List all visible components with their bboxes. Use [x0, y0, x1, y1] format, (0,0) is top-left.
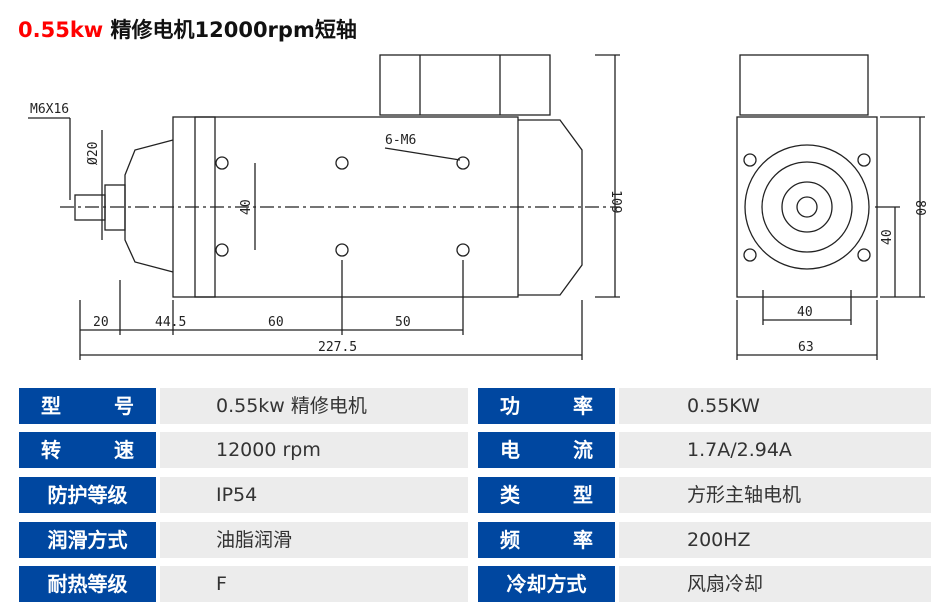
dim-63: 63 — [798, 340, 814, 355]
mounting-holes — [215, 156, 470, 257]
spec-value-left: IP54 — [160, 477, 468, 513]
dim-40-height: 40 — [880, 229, 895, 245]
dim-80: 80 — [912, 200, 927, 216]
label-text: 转 — [41, 438, 61, 462]
dim-40-width: 40 — [797, 305, 813, 320]
spec-value-right: 0.55KW — [619, 388, 931, 424]
spec-value-right: 200HZ — [619, 522, 931, 558]
label-text: 防护等级 — [47, 483, 128, 507]
label-text: 型 — [41, 394, 61, 418]
spec-label-left: 型号 — [19, 388, 156, 424]
dim-height: 109 — [608, 190, 623, 213]
spec-label-right: 频率 — [478, 522, 615, 558]
spec-value-right: 方形主轴电机 — [619, 477, 931, 513]
label-text: 流 — [573, 438, 593, 462]
label-text: 功 — [500, 394, 520, 418]
spec-value-left: 12000 rpm — [160, 432, 468, 468]
spec-label-left: 耐热等级 — [19, 566, 156, 602]
spec-label-left: 转速 — [19, 432, 156, 468]
front-view — [736, 54, 925, 360]
title-text: 精修电机12000rpm短轴 — [110, 18, 357, 42]
spec-label-right: 冷却方式 — [478, 566, 615, 602]
title-power: 0.55kw — [18, 18, 104, 42]
dim-50: 50 — [395, 315, 411, 330]
spec-label-left: 润滑方式 — [19, 522, 156, 558]
label-text: 电 — [500, 438, 520, 462]
dim-thread: M6X16 — [30, 102, 69, 117]
dim-length: 227.5 — [318, 340, 357, 355]
label-text: 频 — [500, 528, 520, 552]
spec-label-right: 电流 — [478, 432, 615, 468]
spec-value-left: F — [160, 566, 468, 602]
dim-60: 60 — [268, 315, 284, 330]
label-text: 耐热等级 — [47, 572, 128, 596]
label-text: 润滑方式 — [47, 528, 128, 552]
label-text: 率 — [573, 528, 593, 552]
motor-technical-drawing: M6X16 Ø20 6-M6 40 109 20 44.5 60 50 227.… — [28, 54, 927, 360]
spec-label-right: 类型 — [478, 477, 615, 513]
dim-20: 20 — [93, 315, 109, 330]
dim-44-5: 44.5 — [155, 315, 186, 330]
dim-shaft-dia: Ø20 — [86, 142, 101, 165]
spec-value-left: 油脂润滑 — [160, 522, 468, 558]
label-text: 型 — [573, 483, 593, 507]
dim-holes: 6-M6 — [385, 133, 416, 148]
label-text: 号 — [114, 394, 134, 418]
spec-label-right: 功率 — [478, 388, 615, 424]
label-text: 率 — [573, 394, 593, 418]
label-text: 冷却方式 — [506, 572, 587, 596]
spec-value-left: 0.55kw 精修电机 — [160, 388, 468, 424]
page-title: 0.55kw 精修电机12000rpm短轴 — [18, 14, 357, 44]
dim-hole-spacing: 40 — [239, 199, 254, 215]
label-text: 类 — [500, 483, 520, 507]
spec-value-right: 1.7A/2.94A — [619, 432, 931, 468]
label-text: 速 — [114, 438, 134, 462]
spec-value-right: 风扇冷却 — [619, 566, 931, 602]
side-view — [28, 54, 620, 360]
spec-label-left: 防护等级 — [19, 477, 156, 513]
